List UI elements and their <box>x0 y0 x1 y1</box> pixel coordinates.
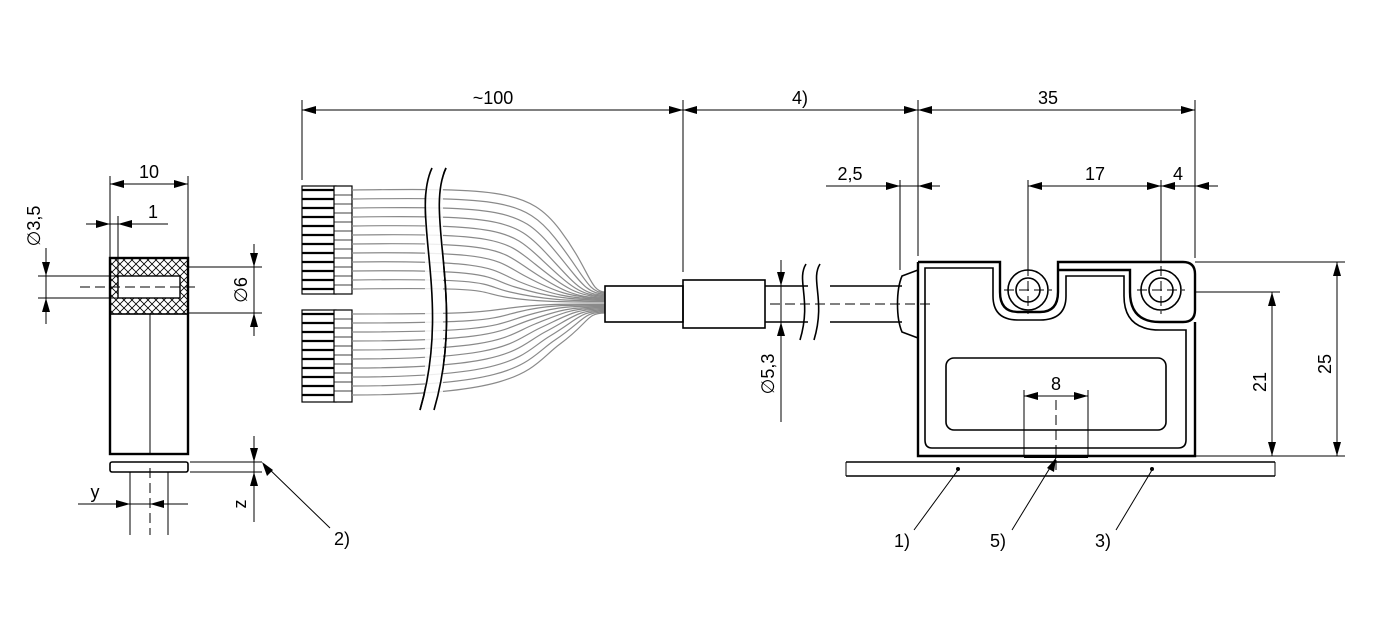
callout-1: 1) <box>894 531 910 551</box>
top-dimensions: ~100 4) 35 2,5 17 4 <box>301 88 1218 272</box>
cable-jacket <box>604 285 684 323</box>
dim-hole-spacing: 17 <box>1085 164 1105 184</box>
dim-height-25: 25 <box>1315 354 1335 374</box>
dim-side-z: z <box>230 500 250 509</box>
wire-ferrules-top <box>301 185 353 295</box>
dim-side-dia-3-5: ∅3,5 <box>24 206 44 247</box>
side-base-plate <box>109 461 189 473</box>
wire-ferrules-bottom <box>301 309 353 403</box>
cable-gland <box>896 269 919 339</box>
dim-height-21: 21 <box>1250 372 1270 392</box>
mounting-surface <box>845 461 1276 477</box>
mounting-hole-right <box>1137 266 1185 314</box>
housing-outline <box>916 260 1197 458</box>
dim-side-dia-6: ∅6 <box>231 277 251 303</box>
dim-zone: 8 <box>1051 374 1061 394</box>
mounting-hole-left <box>1004 266 1052 314</box>
sensor-body: 8 <box>896 260 1197 470</box>
dim-side-width: 10 <box>139 162 159 182</box>
cable-sleeve <box>682 279 766 329</box>
wires <box>351 188 606 396</box>
callout-3: 3) <box>1095 531 1111 551</box>
side-view: 10 1 ∅3,5 ∅6 z y 2) <box>24 162 350 549</box>
dim-body-length: 35 <box>1038 88 1058 108</box>
cable-assembly: ∅5,3 <box>301 165 930 422</box>
callouts: 1) 5) 3) <box>894 457 1153 551</box>
dim-cable-free: 4) <box>792 88 808 108</box>
dim-cable-length: ~100 <box>473 88 514 108</box>
dim-offset: 2,5 <box>837 164 862 184</box>
callout-5: 5) <box>990 531 1006 551</box>
dim-hole-edge: 4 <box>1173 164 1183 184</box>
dim-side-y: y <box>91 482 100 502</box>
callout-2: 2) <box>334 529 350 549</box>
height-dimensions: 21 25 <box>1195 261 1345 457</box>
dim-cable-dia: ∅5,3 <box>758 354 778 395</box>
dim-side-1: 1 <box>148 202 158 222</box>
